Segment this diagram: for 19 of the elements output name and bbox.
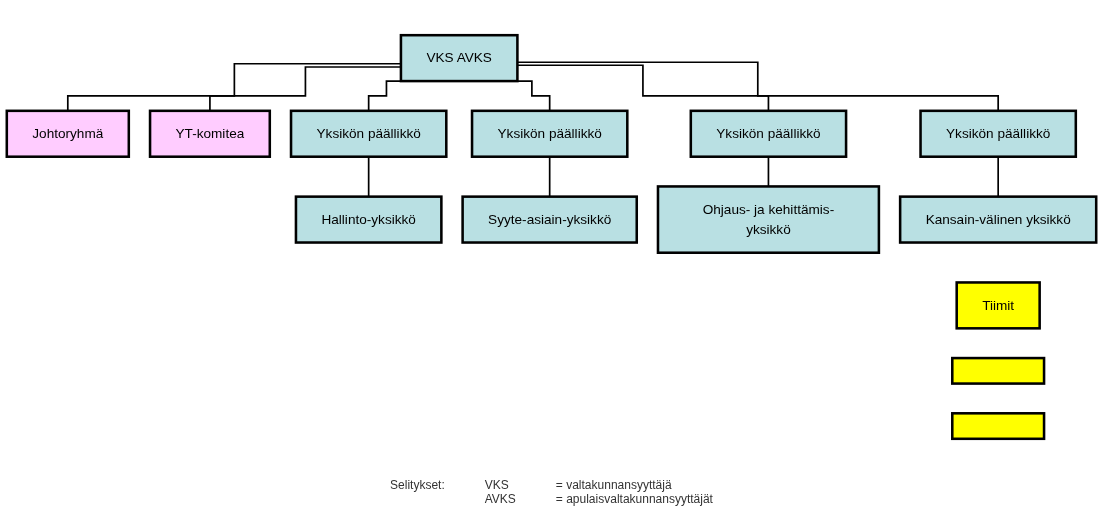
legend-definition: = apulaisvaltakunnansyyttäjät <box>555 492 713 506</box>
node-box: Yksikön päällikkö <box>689 109 848 158</box>
node-box: Yksikön päällikkö <box>470 109 629 158</box>
node-box: Tiimit <box>955 281 1041 330</box>
node-box: Kansain-välinen yksikkö <box>898 195 1098 244</box>
node-box: Yksikön päällikkö <box>289 109 448 158</box>
legend-definition: = valtakunnansyyttäjä <box>555 478 673 492</box>
legend-term: AVKS <box>484 492 516 506</box>
node-box: Syyte-asiain-yksikkö <box>461 195 638 244</box>
node-box: Yksikön päällikkö <box>919 109 1078 158</box>
node-box: Hallinto-yksikkö <box>294 195 443 244</box>
node-bar <box>951 412 1046 441</box>
node-box: Johtoryhmä <box>5 109 131 158</box>
node-box: VKS AVKS <box>399 33 519 83</box>
node-box: Ohjaus- ja kehittämis-yksikkö <box>656 185 881 254</box>
legend-term: VKS <box>484 478 510 492</box>
node-box: YT-komitea <box>148 109 272 158</box>
node-bar <box>951 356 1046 385</box>
legend-heading: Selitykset: <box>390 478 445 492</box>
